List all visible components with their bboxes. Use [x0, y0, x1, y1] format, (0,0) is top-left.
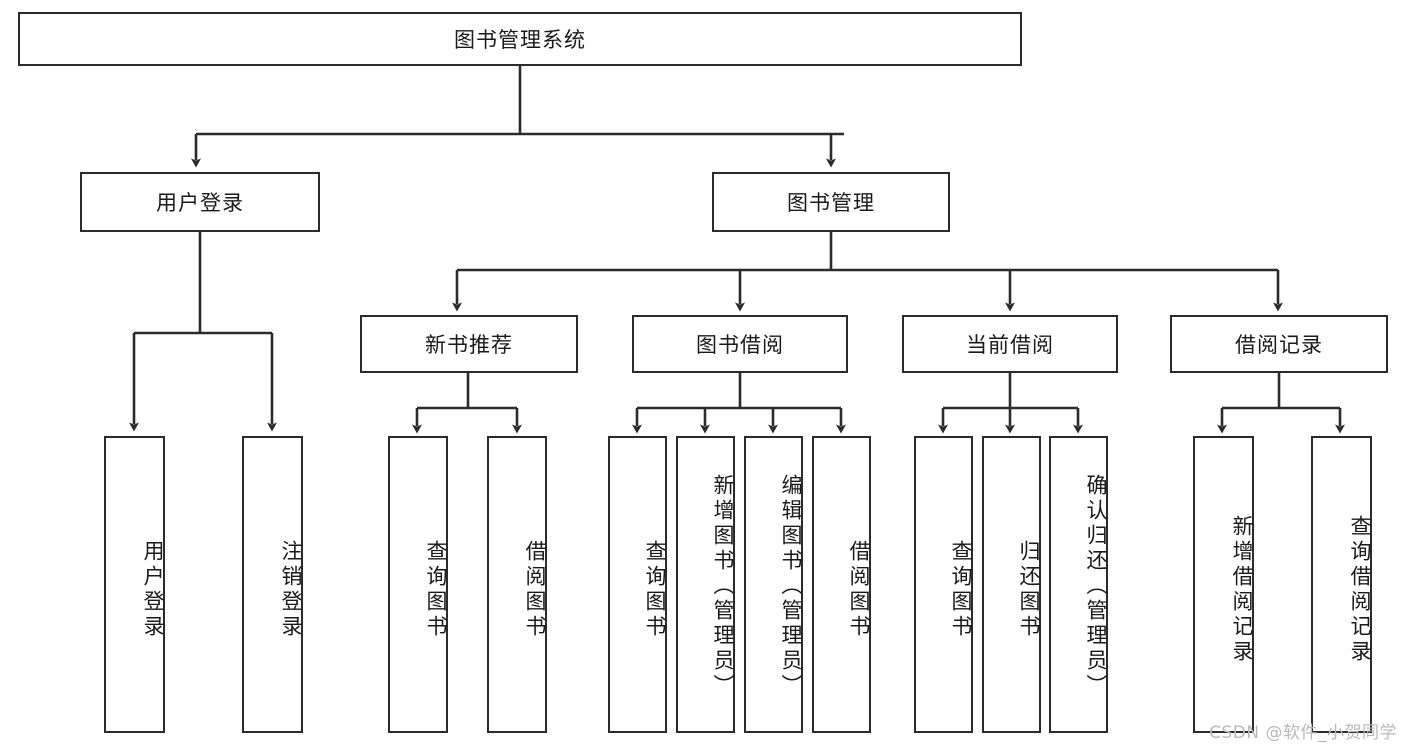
node-user-login[interactable]: 用户登录: [80, 172, 320, 232]
leaf-current-query-book-label: 查询图书: [949, 539, 973, 640]
node-current-borrow[interactable]: 当前借阅: [902, 315, 1118, 373]
leaf-user-login-login[interactable]: 用户登录: [104, 436, 165, 733]
node-book-management-label: 图书管理: [787, 191, 875, 215]
leaf-user-login-logout-label: 注销登录: [279, 539, 303, 640]
node-book-borrow-label: 图书借阅: [696, 333, 784, 357]
leaf-borrow-borrow-book[interactable]: 借阅图书: [812, 436, 871, 733]
node-book-borrow[interactable]: 图书借阅: [632, 315, 848, 373]
leaf-borrow-borrow-book-label: 借阅图书: [847, 539, 871, 640]
leaf-user-login-login-label: 用户登录: [141, 539, 165, 640]
leaf-recommend-borrow-book-label: 借阅图书: [523, 539, 547, 640]
node-root[interactable]: 图书管理系统: [18, 12, 1022, 66]
leaf-borrow-edit-book[interactable]: 编辑图书（管理员）: [744, 436, 803, 733]
node-user-login-label: 用户登录: [156, 191, 244, 215]
leaf-records-add-record[interactable]: 新增借阅记录: [1193, 436, 1254, 733]
leaf-borrow-query-book[interactable]: 查询图书: [608, 436, 667, 733]
leaf-recommend-borrow-book[interactable]: 借阅图书: [487, 436, 547, 733]
leaf-borrow-query-book-label: 查询图书: [643, 539, 667, 640]
node-borrow-records-label: 借阅记录: [1235, 333, 1323, 357]
leaf-recommend-query-book-label: 查询图书: [424, 539, 448, 640]
leaf-current-confirm-return-label: 确认归还（管理员）: [1084, 474, 1108, 699]
leaf-user-login-logout[interactable]: 注销登录: [242, 436, 303, 733]
node-book-management[interactable]: 图书管理: [712, 172, 950, 232]
watermark: CSDN @软件_小贺同学: [1209, 723, 1397, 743]
leaf-current-return-book-label: 归还图书: [1017, 539, 1041, 640]
leaf-current-query-book[interactable]: 查询图书: [914, 436, 973, 733]
leaf-records-query-record[interactable]: 查询借阅记录: [1311, 436, 1372, 733]
leaf-borrow-edit-book-label: 编辑图书（管理员）: [779, 474, 803, 699]
leaf-borrow-add-book[interactable]: 新增图书（管理员）: [676, 436, 735, 733]
node-new-book-recommend-label: 新书推荐: [425, 333, 513, 357]
node-borrow-records[interactable]: 借阅记录: [1170, 315, 1388, 373]
leaf-records-query-record-label: 查询借阅记录: [1348, 514, 1372, 665]
node-current-borrow-label: 当前借阅: [966, 333, 1054, 357]
node-root-label: 图书管理系统: [454, 28, 586, 52]
leaf-current-confirm-return[interactable]: 确认归还（管理员）: [1049, 436, 1108, 733]
leaf-current-return-book[interactable]: 归还图书: [982, 436, 1041, 733]
leaf-borrow-add-book-label: 新增图书（管理员）: [711, 474, 735, 699]
leaf-records-add-record-label: 新增借阅记录: [1230, 514, 1254, 665]
leaf-recommend-query-book[interactable]: 查询图书: [388, 436, 448, 733]
node-new-book-recommend[interactable]: 新书推荐: [360, 315, 578, 373]
